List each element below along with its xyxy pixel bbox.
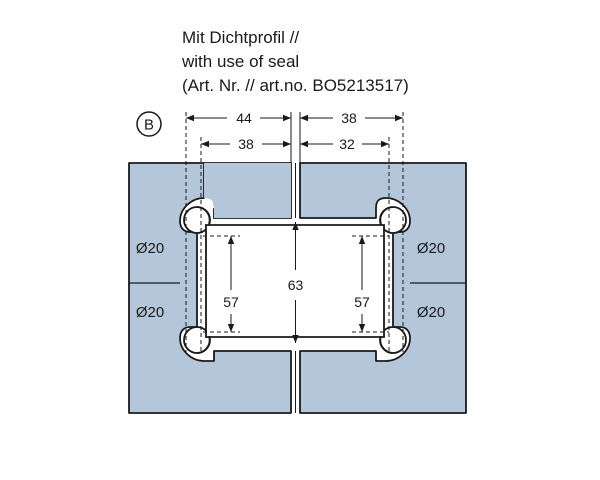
dim-right-height: 57 xyxy=(354,294,370,310)
dim-top-left-inner: 38 xyxy=(238,136,254,152)
left-glass-panel xyxy=(128,162,292,414)
dim-top-right-outer: 38 xyxy=(341,110,357,126)
dim-left-height: 57 xyxy=(223,294,239,310)
view-label-circle xyxy=(136,111,162,137)
extension-lines xyxy=(185,112,404,352)
dia-lower-right: Ø20 xyxy=(417,304,445,321)
view-label: B xyxy=(136,111,162,137)
hinge-cutout xyxy=(205,224,385,338)
dim-center-height: 63 xyxy=(288,277,304,293)
dim-top-right-inner: 32 xyxy=(339,136,355,152)
caption-line-3: (Art. Nr. // art.no. BO5213517) xyxy=(182,76,409,95)
caption: Mit Dichtprofil // with use of seal (Art… xyxy=(182,26,409,98)
dim-top-left-outer: 44 xyxy=(236,110,252,126)
view-label-text: B xyxy=(144,117,154,134)
dia-lower-left: Ø20 xyxy=(136,304,164,321)
dia-upper-right: Ø20 xyxy=(417,240,445,257)
caption-line-2: with use of seal xyxy=(182,52,300,71)
dia-upper-left: Ø20 xyxy=(136,240,164,257)
caption-line-1: Mit Dichtprofil // xyxy=(182,28,300,47)
